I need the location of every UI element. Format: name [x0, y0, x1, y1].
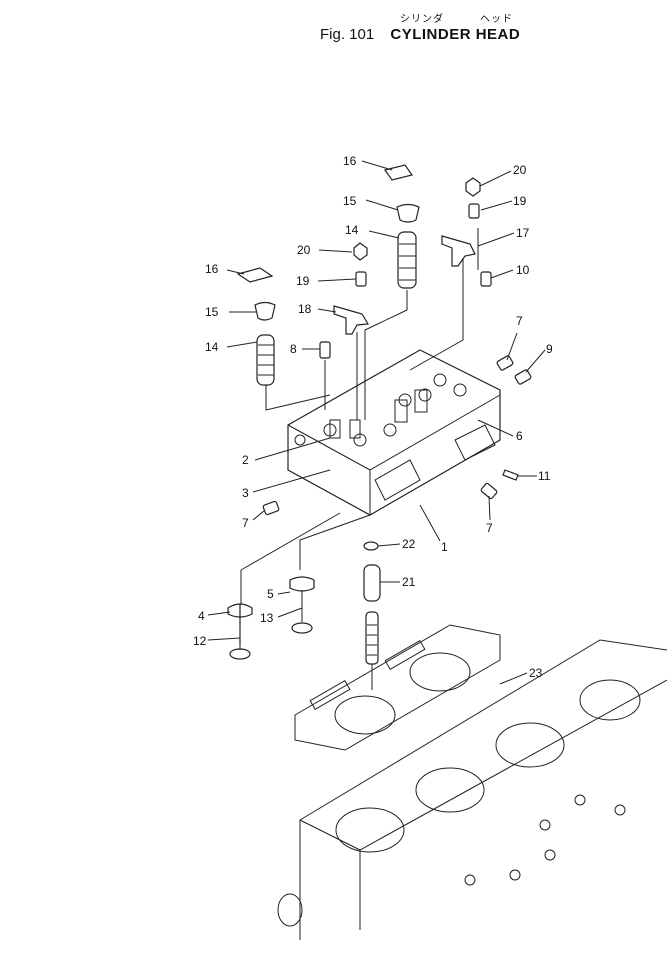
- callout-15-left: 15: [205, 305, 219, 319]
- callout-21: 21: [402, 575, 416, 589]
- callout-12: 12: [193, 634, 207, 648]
- figure-header: シリンダ ヘッド Fig. 101 CYLINDER HEAD: [320, 8, 560, 48]
- callout-7-left: 7: [242, 516, 249, 530]
- small-hardware: [262, 177, 532, 516]
- engine-block: [277, 639, 667, 940]
- callout-4: 4: [198, 609, 205, 623]
- callout-9: 9: [546, 342, 553, 356]
- kana-head: ヘッド: [480, 14, 513, 25]
- valve-spring-set-left: [236, 267, 331, 411]
- callout-7-right: 7: [486, 521, 493, 535]
- callout-14-left: 14: [205, 340, 219, 354]
- callout-5: 5: [267, 587, 274, 601]
- callout-2: 2: [242, 453, 249, 467]
- callout-20-mid: 20: [297, 243, 311, 257]
- callout-7-upper: 7: [516, 314, 523, 328]
- callout-3: 3: [242, 486, 249, 500]
- figure-title: CYLINDER HEAD: [390, 26, 521, 43]
- cylinder-head-block: [287, 349, 501, 516]
- head-gasket: [294, 624, 501, 751]
- callout-13: 13: [260, 611, 274, 625]
- callout-18: 18: [298, 302, 312, 316]
- callout-16-left: 16: [205, 262, 219, 276]
- callout-20-top: 20: [513, 163, 527, 177]
- callout-8: 8: [290, 342, 297, 356]
- callout-19-top: 19: [513, 194, 527, 208]
- callout-19-mid: 19: [296, 274, 310, 288]
- callout-11: 11: [538, 469, 551, 483]
- leader-lines: [207, 160, 546, 685]
- callout-1: 1: [441, 540, 448, 554]
- callout-14-top: 14: [345, 223, 359, 237]
- figure-number: Fig. 101: [320, 26, 375, 43]
- callout-17: 17: [516, 226, 530, 240]
- kana-cylinder: シリンダ: [400, 14, 444, 25]
- callout-10: 10: [516, 263, 530, 277]
- callout-15-top: 15: [343, 194, 357, 208]
- callout-6: 6: [516, 429, 523, 443]
- callout-16-top: 16: [343, 154, 357, 168]
- callout-labels: 16 20 15 19 17 14 20 10 16 19 15 18 7 9 …: [193, 154, 553, 680]
- figure-title-line: Fig. 101 CYLINDER HEAD: [320, 26, 520, 43]
- valves-and-tubes: [227, 512, 381, 690]
- callout-22: 22: [402, 537, 416, 551]
- valve-spring-set-center: [364, 164, 420, 420]
- callout-23: 23: [529, 666, 543, 680]
